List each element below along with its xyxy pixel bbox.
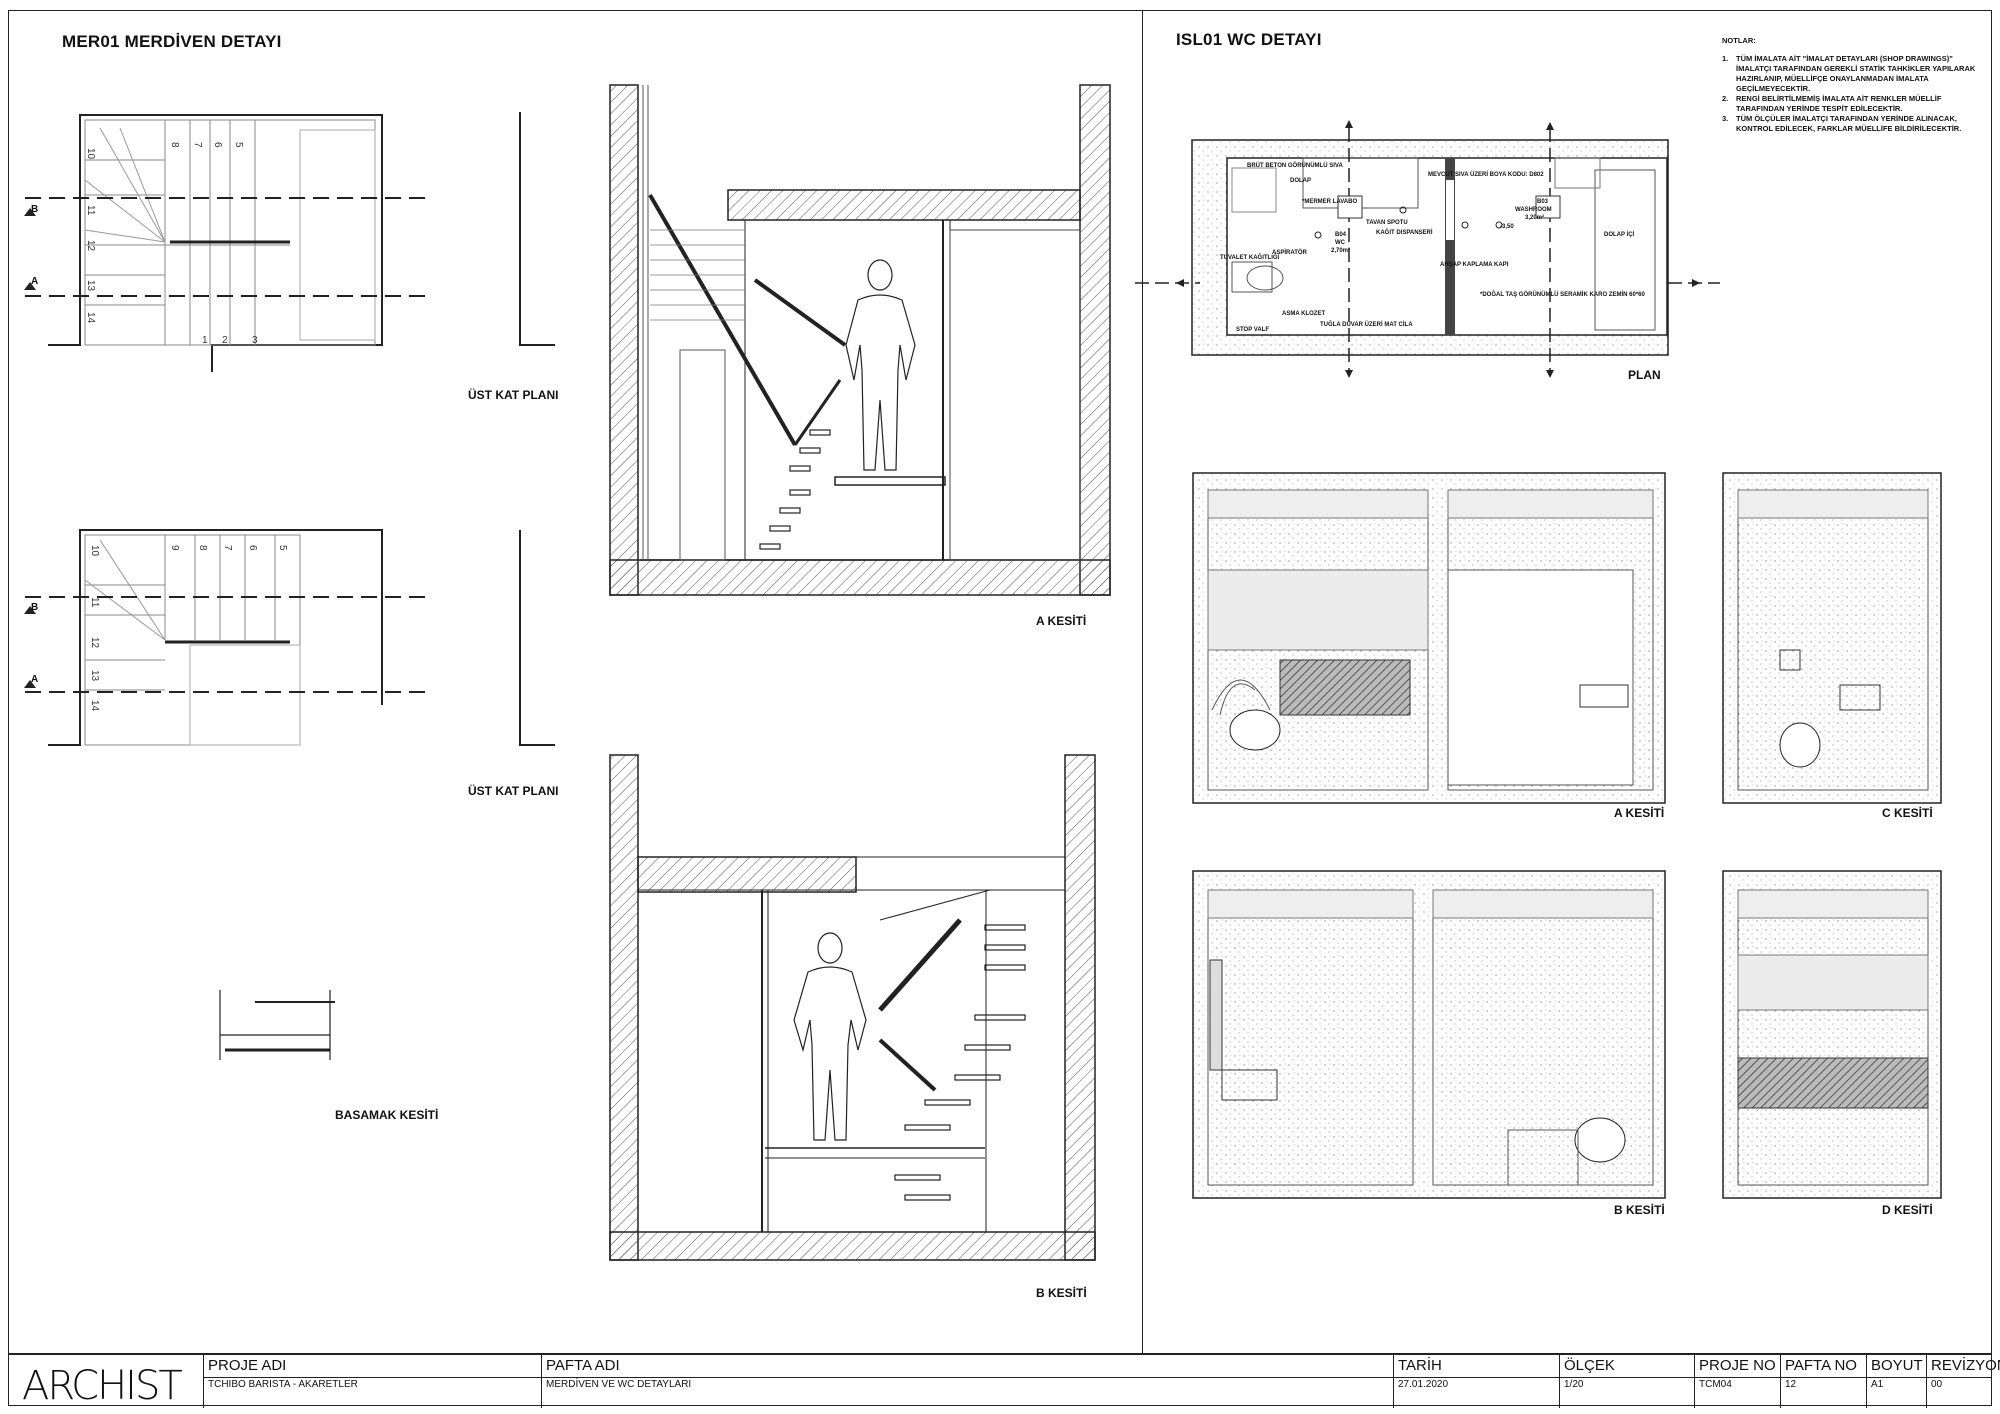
archist-logo: ARCHIST <box>22 1363 183 1409</box>
room-washroom-area: 3,20m² <box>1525 215 1545 221</box>
room-wc-code: B04 <box>1335 232 1347 238</box>
note-item: 3.TÜM ÖLÇÜLER İMALATÇI TARAFINDAN YERİND… <box>1722 114 1962 133</box>
wc-section-a-label: A KESİTİ <box>1614 806 1665 820</box>
svg-text:8: 8 <box>169 142 180 148</box>
svg-text:8: 8 <box>197 545 208 551</box>
svg-text:6: 6 <box>247 545 258 551</box>
svg-text:5: 5 <box>233 142 244 148</box>
room-washroom-name: WASHROOM <box>1515 207 1552 213</box>
plan-note: TAVAN SPOTU <box>1366 220 1408 226</box>
svg-text:7: 7 <box>192 142 203 148</box>
svg-text:1: 1 <box>202 335 208 346</box>
right-panel-title: ISL01 WC DETAYI <box>1176 30 1322 49</box>
note-item: 2.RENGİ BELİRTİLMEMİŞ İMALATA AİT RENKLE… <box>1722 94 1942 113</box>
logo-cell: ARCHIST <box>8 1355 203 1409</box>
plan-note: DOLAP İÇİ <box>1604 232 1635 238</box>
svg-text:12: 12 <box>89 637 100 649</box>
plan-note: DOLAP <box>1290 178 1311 184</box>
plan-label-1: ÜST KAT PLANI <box>468 388 559 402</box>
pafta-no-cell: PAFTA NO 12 <box>1780 1355 1866 1408</box>
section-label-b-stair: B KESİTİ <box>1036 1286 1087 1300</box>
notes-title: NOTLAR: <box>1722 36 1756 45</box>
svg-text:14: 14 <box>89 700 100 712</box>
proje-no-label: PROJE NO <box>1699 1357 1776 1374</box>
svg-text:6: 6 <box>212 142 223 148</box>
plan-note: -3,50 <box>1500 224 1514 230</box>
step-section-label: BASAMAK KESİTİ <box>335 1108 439 1122</box>
plan-note: ASPİRATÖR <box>1272 250 1307 256</box>
svg-text:9: 9 <box>169 545 180 551</box>
proje-no-value: TCM04 <box>1699 1379 1732 1390</box>
plan-note: TUVALET KAĞITLIĞI <box>1220 255 1280 261</box>
plan-label-2: ÜST KAT PLANI <box>468 784 559 798</box>
olcek-value: 1/20 <box>1564 1379 1584 1390</box>
svg-text:12: 12 <box>85 240 96 252</box>
title-block: ARCHIST PROJE ADI TCHIBO BARISTA - AKARE… <box>8 1353 2000 1409</box>
plan-note: *MERMER LAVABO <box>1302 199 1358 205</box>
olcek-cell: ÖLÇEK 1/20 <box>1559 1355 1694 1408</box>
proje-adi-label: PROJE ADI <box>208 1357 287 1374</box>
wc-section-b-label: B KESİTİ <box>1614 1203 1665 1217</box>
svg-text:10: 10 <box>85 148 96 160</box>
revizyon-cell: REVİZYON 00 <box>1926 1355 2000 1408</box>
svg-text:5: 5 <box>277 545 288 551</box>
cut-marker-b: B <box>31 204 39 215</box>
wc-plan-label: PLAN <box>1628 368 1661 382</box>
svg-text:7: 7 <box>222 545 233 551</box>
svg-text:2: 2 <box>222 335 228 346</box>
cut-marker-a: A <box>31 276 39 287</box>
svg-text:13: 13 <box>89 670 100 682</box>
room-wc-area: 2,70m² <box>1331 248 1351 254</box>
plan-note: ASMA KLOZET <box>1282 311 1326 317</box>
notes-block: NOTLAR: 1.TÜM İMALATA AİT "İMALAT DETAYL… <box>1722 36 1977 134</box>
tarih-cell: TARİH 27.01.2020 <box>1393 1355 1559 1408</box>
plan-note: KAĞIT DISPANSERİ <box>1376 230 1433 236</box>
tarih-value: 27.01.2020 <box>1398 1379 1449 1390</box>
svg-text:10: 10 <box>89 545 100 557</box>
boyut-label: BOYUT <box>1871 1357 1923 1374</box>
revizyon-value: 00 <box>1931 1379 1943 1390</box>
plan-note: *DOĞAL TAŞ GÖRÜNÜMLÜ SERAMİK KARO ZEMİN … <box>1480 292 1645 298</box>
cut-marker-b: B <box>31 602 39 613</box>
svg-text:11: 11 <box>85 205 96 216</box>
pafta-adi-label: PAFTA ADI <box>546 1357 620 1374</box>
pafta-adi-cell: PAFTA ADI MERDİVEN VE WC DETAYLARI <box>541 1355 1393 1408</box>
proje-no-cell: PROJE NO TCM04 <box>1694 1355 1780 1408</box>
svg-text:3: 3 <box>252 335 258 346</box>
room-washroom-code: B03 <box>1537 199 1549 205</box>
boyut-value: A1 <box>1871 1379 1884 1390</box>
svg-text:14: 14 <box>85 312 96 324</box>
svg-text:11: 11 <box>89 597 100 608</box>
pafta-no-label: PAFTA NO <box>1785 1357 1857 1374</box>
section-label-a-stair: A KESİTİ <box>1036 614 1087 628</box>
plan-note: BRÜT BETON GÖRÜNÜMLÜ SIVA <box>1247 163 1343 169</box>
revizyon-label: REVİZYON <box>1931 1357 2000 1374</box>
proje-adi-value: TCHIBO BARISTA - AKARETLER <box>208 1379 358 1390</box>
svg-text:13: 13 <box>85 280 96 292</box>
wc-section-c-label: C KESİTİ <box>1882 806 1933 820</box>
plan-note: MEVCUT SIVA ÜZERİ BOYA KODU: D802 <box>1428 172 1544 178</box>
plan-note: AHŞAP KAPLAMA KAPI <box>1440 262 1509 268</box>
panel-divider <box>1142 10 1143 1355</box>
proje-adi-cell: PROJE ADI TCHIBO BARISTA - AKARETLER <box>203 1355 541 1408</box>
pafta-adi-value: MERDİVEN VE WC DETAYLARI <box>546 1379 692 1390</box>
olcek-label: ÖLÇEK <box>1564 1357 1615 1374</box>
boyut-cell: BOYUT A1 <box>1866 1355 1926 1408</box>
note-item: 1.TÜM İMALATA AİT "İMALAT DETAYLARI (SHO… <box>1722 54 1976 93</box>
cut-marker-a: A <box>31 674 39 685</box>
plan-note: STOP VALF <box>1236 327 1270 333</box>
pafta-no-value: 12 <box>1785 1379 1797 1390</box>
plan-note: TUĞLA DUVAR ÜZERİ MAT CİLA <box>1320 322 1413 328</box>
room-wc-name: WC <box>1335 240 1345 246</box>
tarih-label: TARİH <box>1398 1357 1442 1374</box>
wc-section-d-label: D KESİTİ <box>1882 1203 1933 1217</box>
left-panel-title: MER01 MERDİVEN DETAYI <box>62 32 282 51</box>
drawing-sheet-frame <box>8 10 1992 1406</box>
